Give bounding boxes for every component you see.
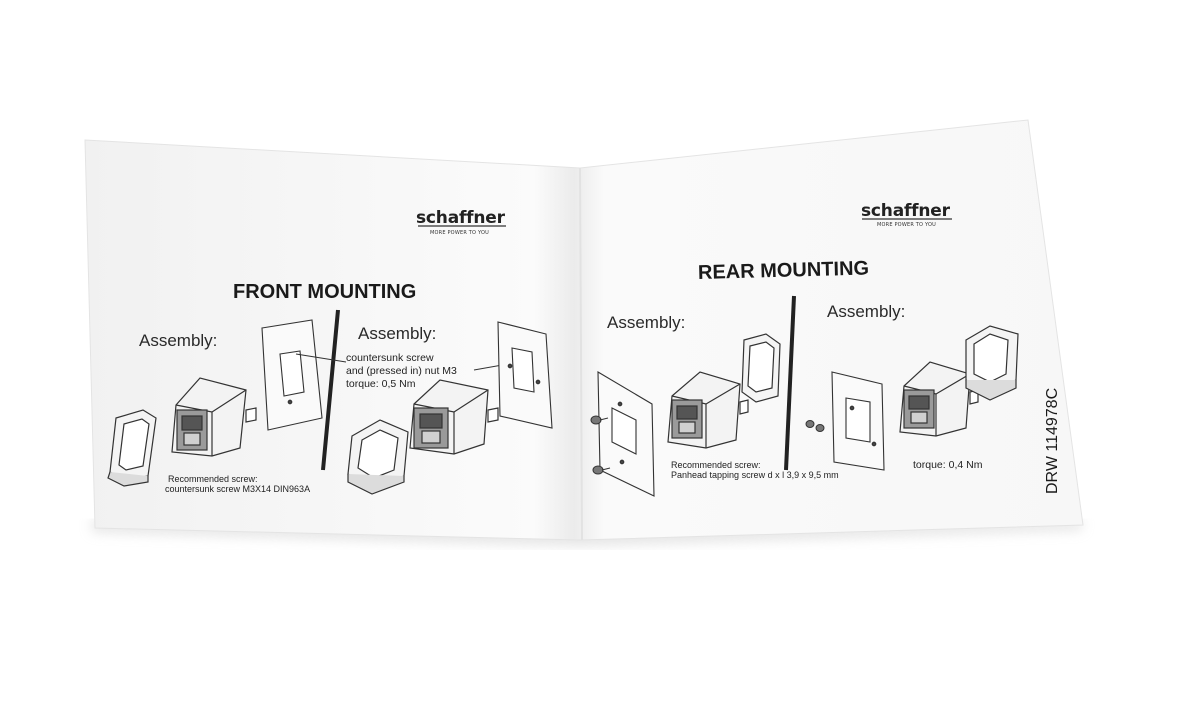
front-panel-right xyxy=(497,321,553,429)
rear-panel-left xyxy=(597,371,655,497)
rear-torque-note: torque: 0,4 Nm xyxy=(913,459,983,471)
drawing-number: DRW 114978C xyxy=(1044,387,1061,494)
rear-assembly-label-left: Assembly: xyxy=(607,313,686,332)
front-callout-line-2: and (pressed in) nut M3 xyxy=(346,365,457,377)
rear-assembly-label-right: Assembly: xyxy=(827,302,906,321)
front-callout-line-3: torque: 0,5 Nm xyxy=(346,378,416,390)
rear-screws-left xyxy=(590,415,611,475)
front-screw-note-line-1: Recommended screw: xyxy=(168,474,258,484)
front-divider-line xyxy=(321,309,340,471)
brand-tagline-right: MORE POWER TO YOU xyxy=(877,222,936,228)
brand-tagline-left: MORE POWER TO YOU xyxy=(430,230,489,236)
front-assembly-label-left: Assembly: xyxy=(139,331,218,350)
front-bezel-frame-left xyxy=(107,409,157,487)
front-mounting-heading: FRONT MOUNTING xyxy=(233,281,417,303)
rear-divider-line xyxy=(784,295,796,471)
callout-leader-left xyxy=(295,353,347,363)
rear-screw-note-line-2: Panhead tapping screw d x l 3,9 x 9,5 mm xyxy=(671,470,839,480)
front-assembly-label-right: Assembly: xyxy=(358,324,437,343)
fold-crease xyxy=(579,167,583,541)
rear-mounting-heading: REAR MOUNTING xyxy=(697,257,870,284)
front-filter-module-left xyxy=(171,377,257,457)
rear-panel-right xyxy=(831,371,885,471)
rear-filter-module-right xyxy=(899,361,979,437)
brand-logo-right: schaffner xyxy=(861,201,950,221)
rear-filter-module-left xyxy=(667,371,749,449)
front-callout-line-1: countersunk screw xyxy=(346,352,434,364)
front-panel-left xyxy=(261,319,323,431)
front-bezel-frame-right xyxy=(347,419,409,495)
rear-bezel-frame-left xyxy=(741,333,781,403)
brand-logo-left: schaffner xyxy=(416,208,505,228)
front-screw-note-line-2: countersunk screw M3X14 DIN963A xyxy=(165,484,311,494)
rear-screw-note-line-1: Recommended screw: xyxy=(671,460,761,470)
rear-bezel-frame-right xyxy=(965,325,1019,401)
front-filter-module-right xyxy=(409,379,499,455)
